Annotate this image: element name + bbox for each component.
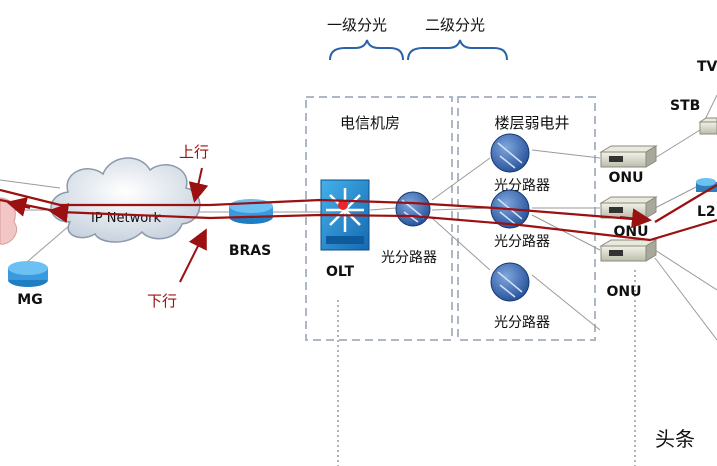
onu-top: ONU (599, 145, 658, 186)
olt-device: OLT (320, 179, 370, 280)
bras-router: BRAS (229, 199, 273, 259)
downlink-arrow (179, 228, 207, 283)
level1-brace (329, 39, 404, 61)
level2-split-label: 二级分光 (425, 16, 485, 34)
ip-network-cloud: IP Network (50, 157, 201, 243)
tv-label: TV (697, 59, 717, 75)
mg-router: MG (8, 261, 48, 308)
stb-label: STB (670, 98, 700, 114)
l2-label: L2 (697, 204, 716, 220)
onu-bottom: ONU (599, 239, 658, 300)
splitter-middle-label: 光分路器 (494, 234, 550, 250)
olt-label: OLT (326, 264, 355, 280)
uplink-label: 上行 (179, 143, 209, 161)
splitter-level1-label: 光分路器 (381, 250, 437, 266)
uplink-downlink-signal (0, 184, 717, 242)
splitter-level2-top: 光分路器 (490, 133, 550, 194)
downlink-label: 下行 (147, 292, 177, 310)
level1-split-label: 一级分光 (327, 16, 387, 34)
telecom-room-label: 电信机房 (340, 114, 400, 132)
mg-label: MG (17, 292, 42, 308)
floor-shaft-label: 楼层弱电井 (494, 114, 569, 132)
stb-device (698, 117, 717, 135)
uplink-arrow (188, 167, 209, 203)
watermark-text: 头条 (655, 427, 695, 451)
splitter-level2-bottom: 光分路器 (490, 262, 550, 331)
onu-bottom-label: ONU (607, 284, 642, 300)
level2-brace (407, 39, 508, 61)
splitter-bottom-label: 光分路器 (494, 315, 550, 331)
floor-shaft-box (457, 96, 596, 341)
bras-label: BRAS (229, 243, 271, 259)
onu-top-label: ONU (609, 170, 644, 186)
l2-switch: L2 (696, 178, 717, 220)
